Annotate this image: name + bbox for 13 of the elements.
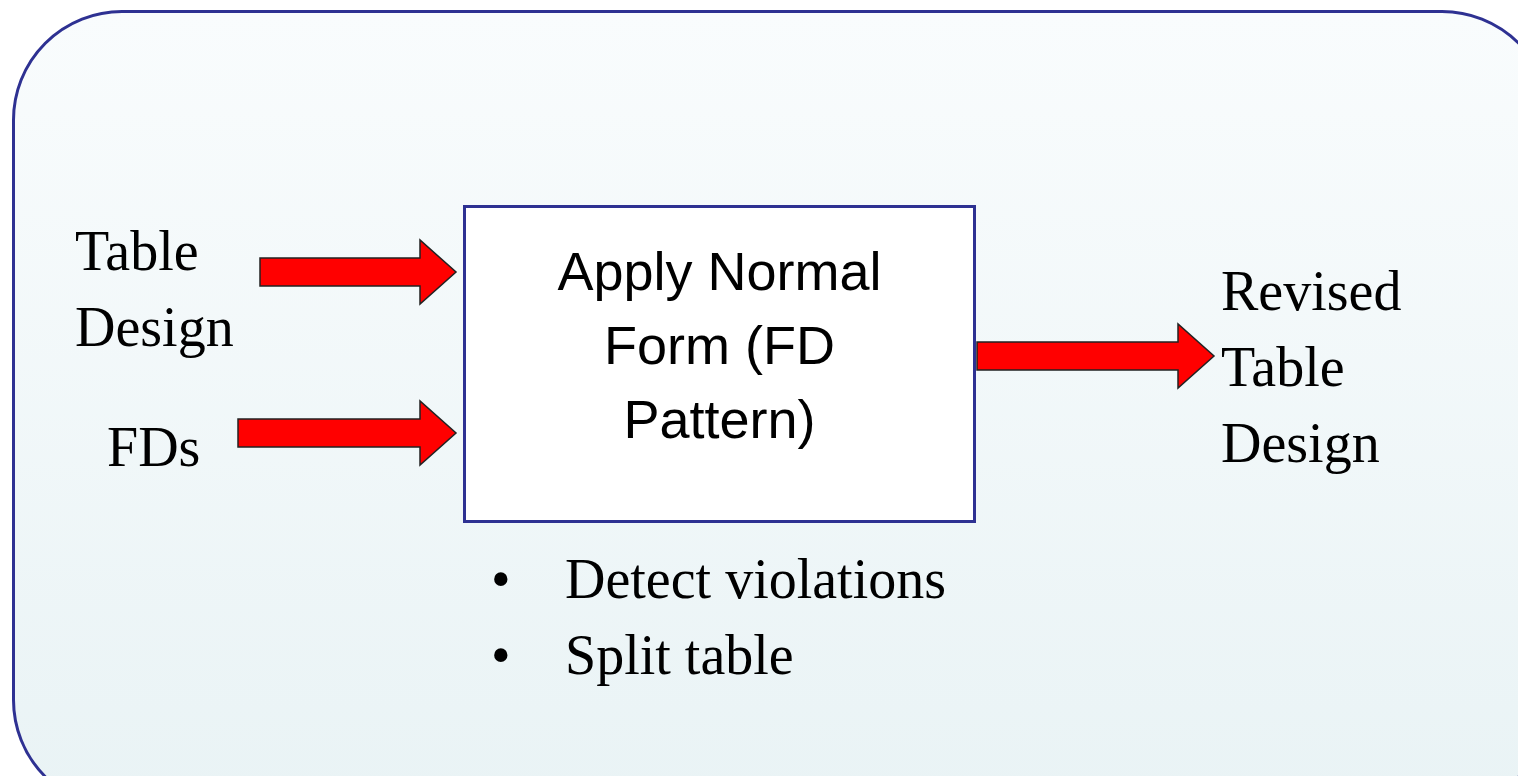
- block-arrow: [976, 322, 1216, 390]
- box-label: Apply Normal Form (FD Pattern): [556, 240, 883, 451]
- block-arrow: [259, 238, 458, 306]
- output-label: Revised Table Design: [1221, 253, 1461, 481]
- rounded-panel: [12, 10, 1518, 776]
- bullet-item: Split table: [565, 623, 794, 688]
- process-box: [463, 205, 976, 523]
- input-label: Table Design: [75, 213, 259, 365]
- bullet-mark: •: [491, 547, 511, 612]
- block-arrow: [237, 399, 458, 467]
- bullet-item: Detect violations: [565, 547, 946, 612]
- bullet-mark: •: [491, 623, 511, 688]
- input-label: FDs: [107, 409, 237, 485]
